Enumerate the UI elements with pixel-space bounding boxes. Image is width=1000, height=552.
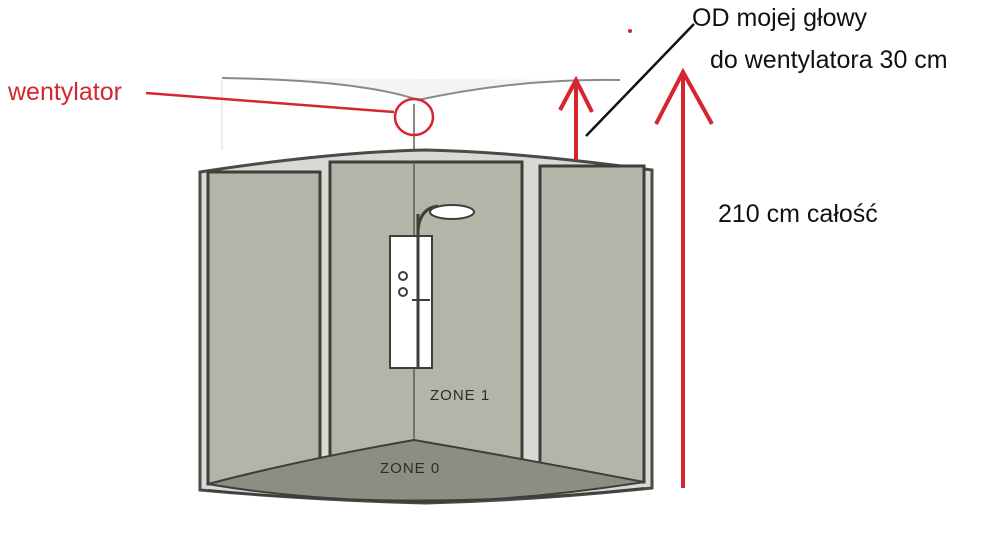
arrowhead-head-to-fan (558, 75, 594, 113)
zone1-label: ZONE 1 (430, 387, 490, 404)
left-glass-panel (206, 170, 322, 486)
shower-head (429, 204, 475, 220)
tray-lip (207, 487, 645, 502)
zone0-label: ZONE 0 (380, 460, 440, 477)
fan-pointer-line (145, 91, 395, 114)
fan-marker-circle (393, 97, 435, 137)
shower-column (389, 235, 433, 369)
fan-label: wentylator (8, 78, 122, 106)
ceiling-outline (221, 77, 621, 102)
red-dot (628, 29, 632, 33)
shower-knob-1 (398, 271, 408, 281)
right-glass-panel (538, 164, 646, 484)
shower-knob-2 (398, 287, 408, 297)
head-label-pointer (585, 23, 695, 137)
arrowhead-total (654, 67, 714, 125)
total-height-label: 210 cm całość (718, 200, 878, 228)
head-to-fan-label-line1: OD mojej głowy (692, 4, 868, 32)
head-to-fan-label-line2: do wentylatora 30 cm (710, 46, 948, 74)
